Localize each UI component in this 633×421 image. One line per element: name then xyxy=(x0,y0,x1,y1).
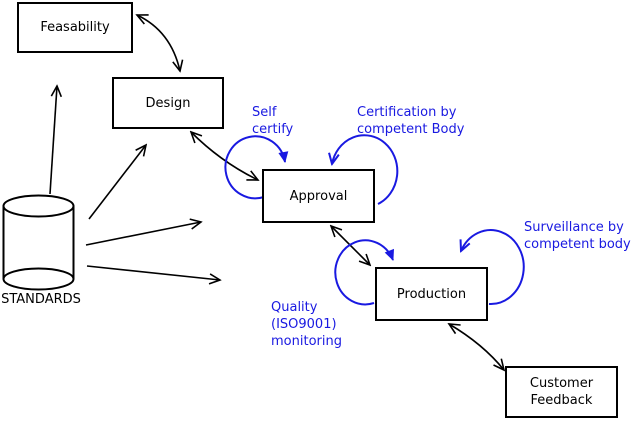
loop-quality-monitoring xyxy=(334,239,394,306)
annotation-quality-monitoring: Quality (ISO9001) monitoring xyxy=(271,300,342,349)
arrow-standards-to-production xyxy=(86,265,220,280)
arrow-feasability-design xyxy=(137,15,180,71)
annotation-self-certify: Self certify xyxy=(252,105,294,137)
node-production: Production xyxy=(375,267,488,321)
node-approval: Approval xyxy=(262,169,375,223)
loop-certification xyxy=(332,134,399,205)
node-design: Design xyxy=(112,77,224,129)
node-customer-feedback: Customer Feedback xyxy=(505,366,618,418)
node-feasability: Feasability xyxy=(17,2,133,53)
loop-self-certify xyxy=(224,135,289,200)
standards-label: STANDARDS xyxy=(1,292,81,307)
arrow-standards-to-approval xyxy=(85,222,201,246)
annotation-certification: Certification by competent Body xyxy=(357,105,465,137)
annotation-surveillance: Surveillance by competent body xyxy=(524,220,631,252)
arrow-standards-to-feasability xyxy=(49,86,57,195)
arrow-production-customer-feedback xyxy=(449,324,504,370)
arrow-standards-to-design xyxy=(88,145,146,220)
arrow-design-approval xyxy=(191,132,258,180)
loop-surveillance xyxy=(461,229,525,306)
standards-cylinder-icon xyxy=(2,194,75,291)
